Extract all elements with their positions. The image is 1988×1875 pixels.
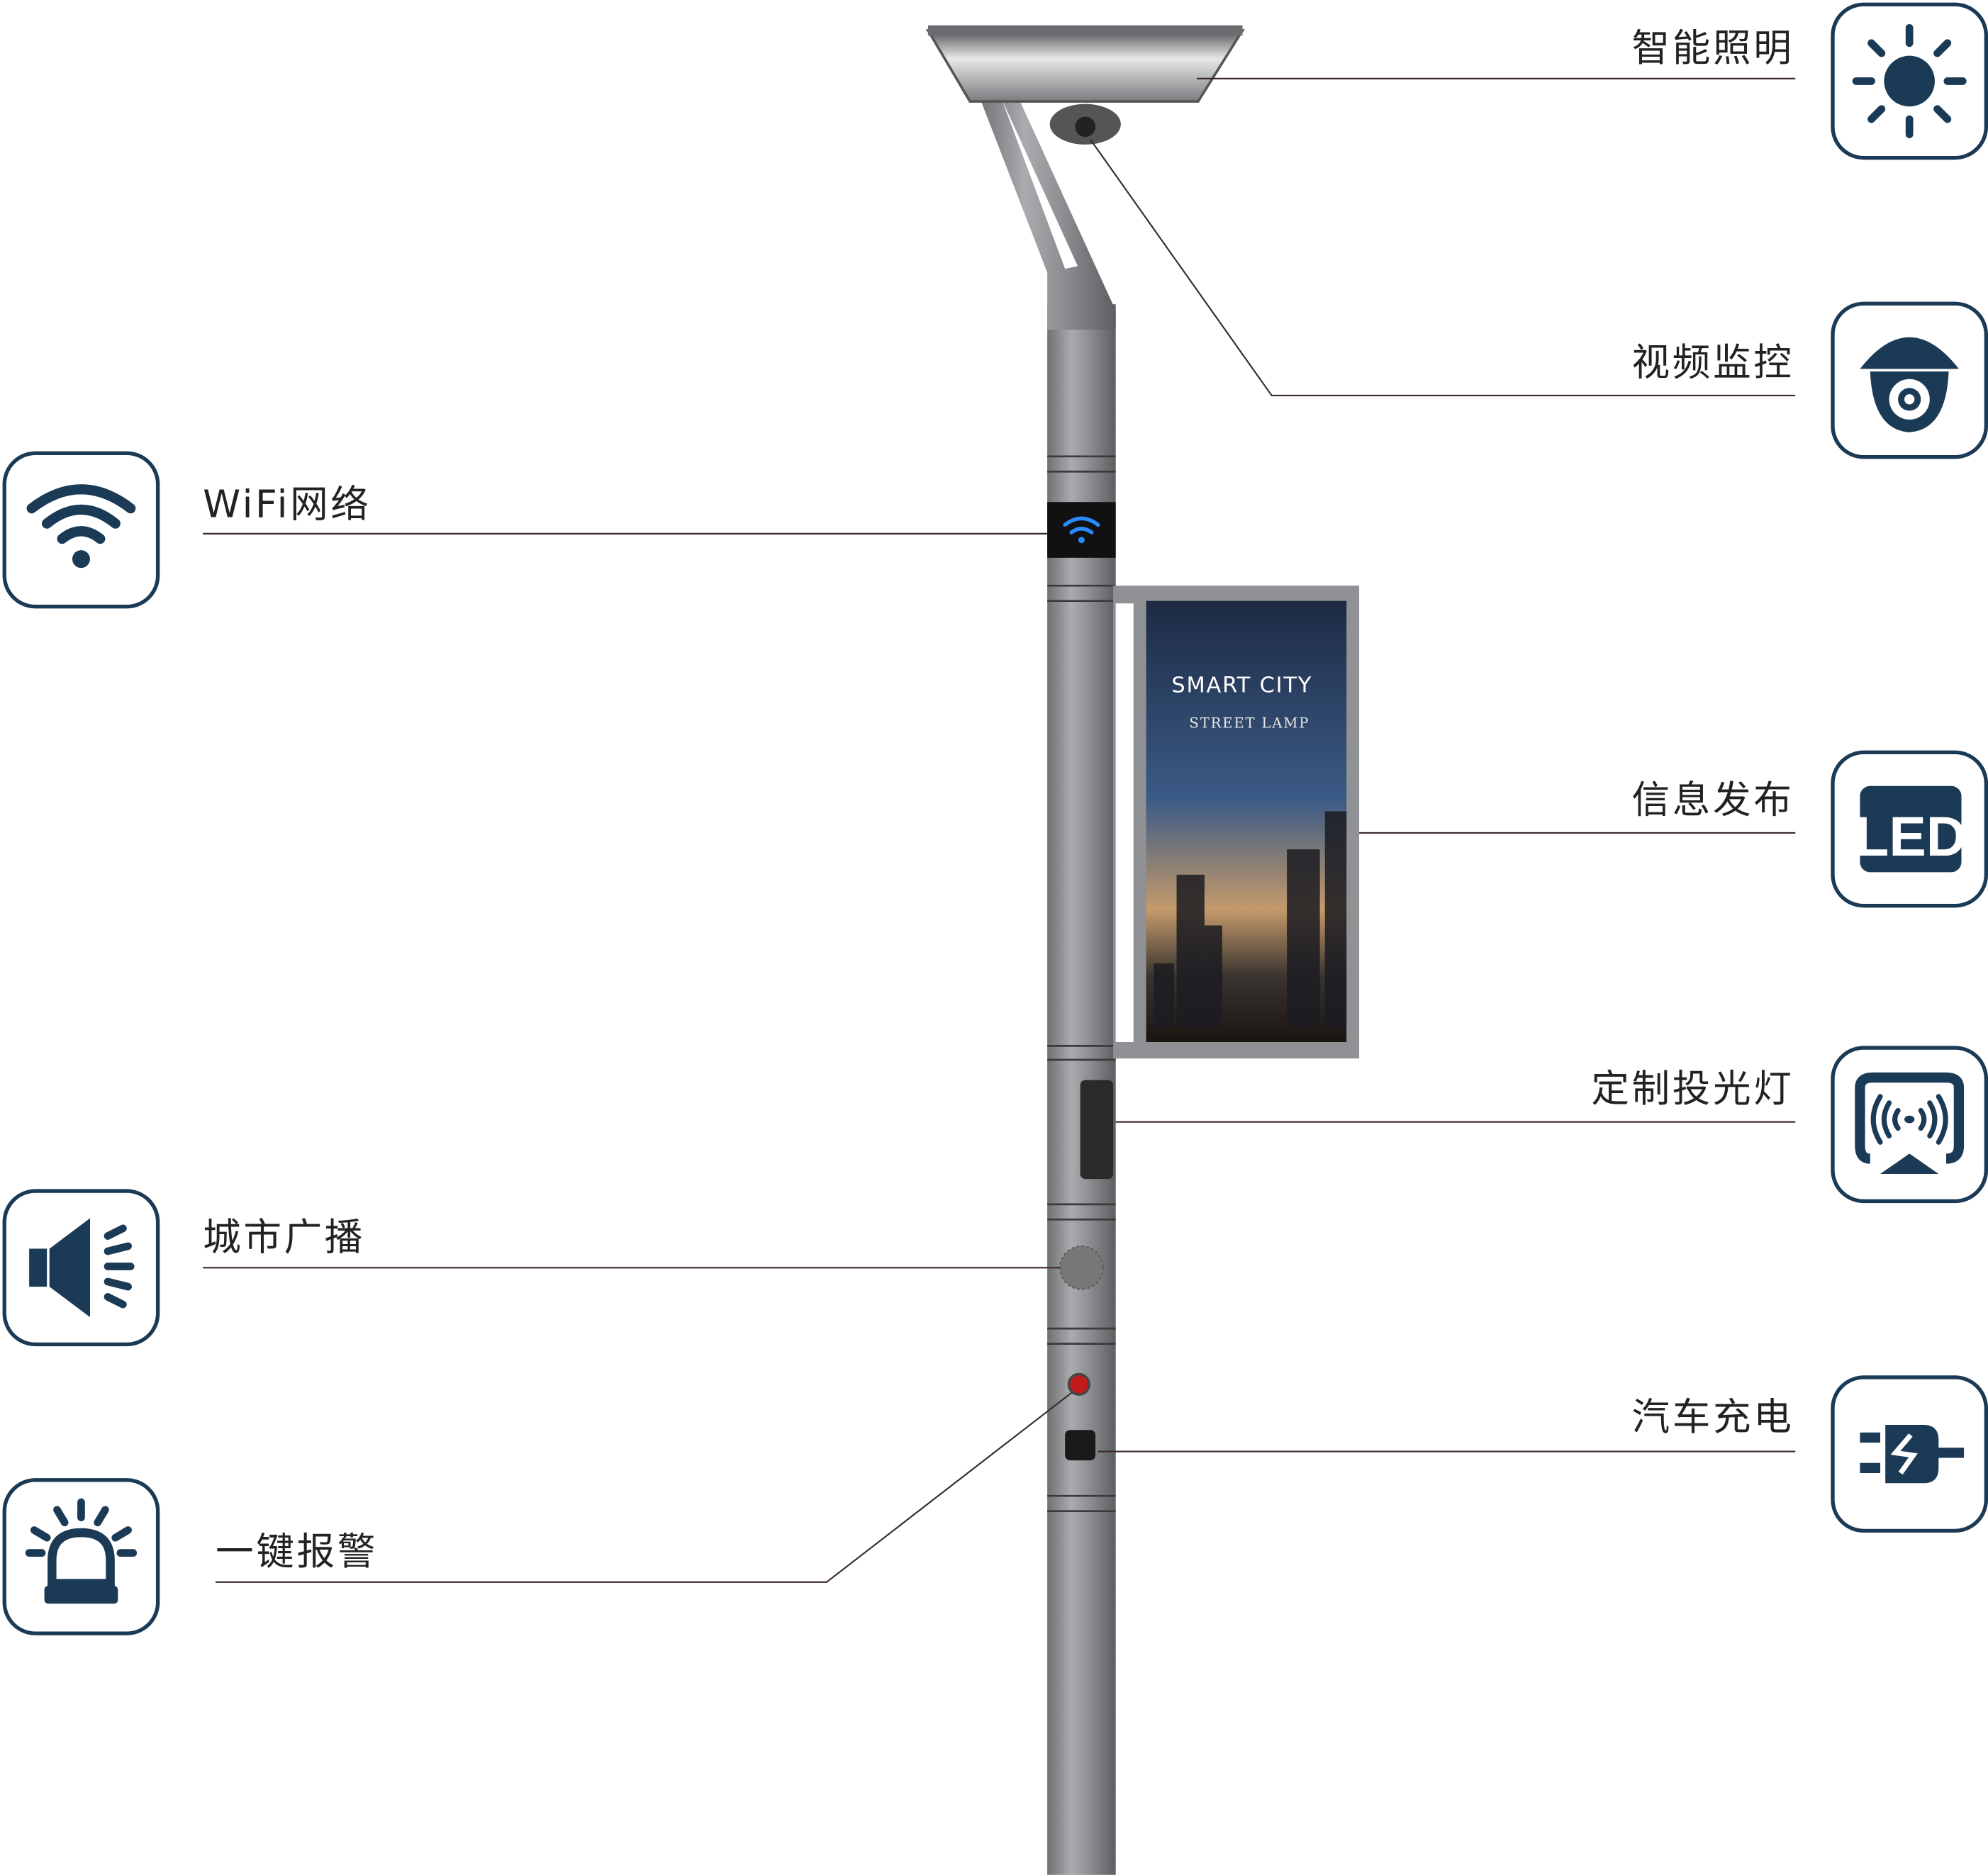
speaker-grille xyxy=(1059,1246,1104,1290)
led-icon: LED xyxy=(1831,750,1988,908)
speaker-icon xyxy=(2,1189,160,1347)
camera-icon xyxy=(1831,301,1988,459)
label-alarm: 一键报警 xyxy=(216,1530,378,1575)
charging-socket xyxy=(1065,1430,1096,1461)
projector-icon xyxy=(1831,1046,1988,1204)
alarm-siren-icon xyxy=(2,1478,160,1635)
label-charging: 汽车充电 xyxy=(1631,1395,1794,1440)
label-video: 视频监控 xyxy=(1631,341,1794,386)
wifi-icon xyxy=(2,451,160,609)
label-projector: 定制投光灯 xyxy=(1591,1067,1794,1112)
leader-lines xyxy=(203,77,1796,1583)
screen-title: SMART CITY xyxy=(1171,673,1313,699)
label-wifi: WiFi网络 xyxy=(203,483,372,527)
label-lighting: 智能照明 xyxy=(1631,26,1794,72)
alarm-button xyxy=(1067,1372,1090,1396)
label-broadcast: 城市广播 xyxy=(203,1215,366,1260)
lamp-arm-inner xyxy=(1001,99,1078,269)
projector-module xyxy=(1080,1080,1114,1180)
label-info: 信息发布 xyxy=(1631,778,1794,823)
led-icon-text: LED xyxy=(1855,805,1966,868)
lamp-head xyxy=(925,29,1245,103)
ev-plug-icon xyxy=(1831,1375,1988,1533)
screen-subtitle: STREET LAMP xyxy=(1189,715,1310,732)
sun-icon xyxy=(1831,2,1988,160)
